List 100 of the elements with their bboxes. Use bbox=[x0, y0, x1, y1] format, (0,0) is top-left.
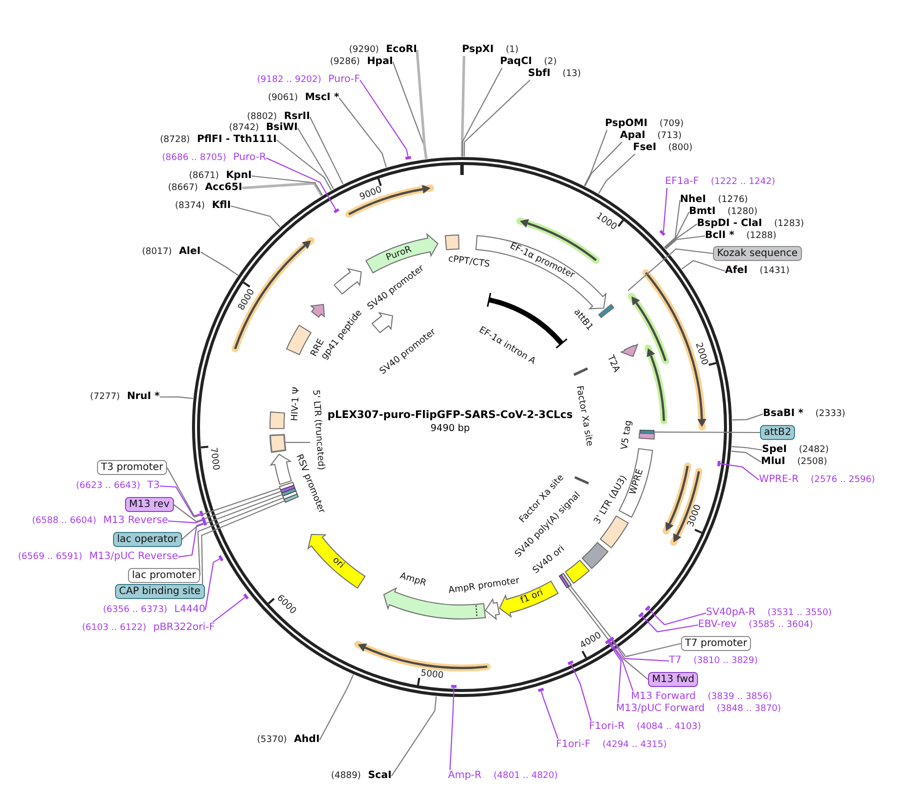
cut-position: (9061) bbox=[268, 92, 298, 104]
enzyme-name: PflFI - Tth111I bbox=[196, 134, 277, 146]
primer-mark bbox=[405, 156, 412, 160]
enzyme-name: BsiWI bbox=[266, 122, 298, 134]
enzyme-name: ApaI bbox=[620, 130, 646, 142]
leader-line bbox=[598, 154, 636, 194]
cut-position: (1276) bbox=[718, 194, 748, 206]
feature-label: WPRE bbox=[628, 468, 646, 496]
cut-position: (1288) bbox=[746, 230, 776, 242]
primer-range: (3585 .. 3604) bbox=[748, 619, 813, 631]
leader-line bbox=[338, 98, 387, 168]
leader-line bbox=[720, 463, 760, 480]
leader-line bbox=[540, 691, 559, 740]
primer-range: (6103 .. 6122) bbox=[82, 622, 146, 634]
primer-mark bbox=[638, 612, 644, 618]
tick-label: 2000 bbox=[692, 341, 710, 366]
primer-mark bbox=[334, 208, 340, 214]
tick-label: 5000 bbox=[420, 668, 444, 682]
cut-position: (1431) bbox=[760, 265, 790, 277]
enzyme-name: AfeI bbox=[725, 265, 748, 277]
leader-line bbox=[609, 641, 634, 692]
leader-line bbox=[201, 500, 284, 584]
leader-line bbox=[204, 558, 220, 610]
enzyme-name: HpaI bbox=[366, 56, 393, 68]
feature-label: AmpR bbox=[398, 571, 428, 589]
leader-line bbox=[319, 674, 354, 740]
leader-line bbox=[276, 140, 332, 190]
leader-line bbox=[570, 586, 682, 658]
leader-line bbox=[662, 188, 668, 232]
feature-tag: T3 promoter bbox=[97, 460, 168, 475]
primer-name: EF1a-F bbox=[665, 176, 699, 188]
tick-label: 9000 bbox=[358, 185, 384, 204]
leader-line bbox=[230, 205, 280, 228]
leader-line bbox=[665, 235, 706, 250]
feature-tag: lac operator bbox=[113, 532, 182, 547]
primer-name: WPRE-R bbox=[759, 474, 799, 486]
leader-line bbox=[611, 640, 670, 662]
map-title: pLEX307-puro-FlipGFP-SARS-CoV-2-3CLcs bbox=[328, 409, 573, 422]
primer-name: M13/pUC Reverse bbox=[89, 551, 178, 563]
cut-position: (8742) bbox=[229, 122, 259, 134]
leader-line bbox=[664, 200, 681, 248]
leader-line bbox=[641, 615, 698, 632]
enzyme-name: RsrII bbox=[284, 111, 310, 122]
enzyme-name: AhdI bbox=[294, 734, 320, 746]
cut-position: (8671) bbox=[189, 170, 219, 182]
primer-name: Puro-R bbox=[233, 152, 266, 164]
cut-position: (709) bbox=[659, 118, 684, 130]
leader-line bbox=[242, 182, 323, 196]
leader-line bbox=[266, 158, 336, 210]
leader-line bbox=[628, 248, 714, 291]
leader-line bbox=[200, 252, 238, 276]
leader-line bbox=[460, 56, 466, 156]
feature-label: f1 ori bbox=[518, 588, 544, 606]
enzyme-name: PaqCI bbox=[500, 56, 532, 68]
feature-label: AmpR promoter bbox=[448, 576, 520, 596]
primer-name: F1ori-F bbox=[556, 739, 590, 751]
primer-mark bbox=[218, 555, 224, 562]
primer-range: (4084 .. 4103) bbox=[636, 721, 701, 733]
primer-name: SV40pA-R bbox=[706, 607, 756, 619]
cut-position: (7277) bbox=[90, 391, 120, 403]
cut-position: (1280) bbox=[728, 206, 758, 218]
leader-line bbox=[168, 520, 202, 524]
primer-name: F1ori-R bbox=[589, 721, 625, 733]
primer-mark bbox=[451, 684, 457, 688]
cut-position: (5370) bbox=[257, 734, 287, 746]
leader-line bbox=[160, 396, 194, 400]
leader-line bbox=[681, 260, 726, 272]
enzyme-name: MluI bbox=[761, 456, 786, 468]
primer-mark bbox=[608, 636, 614, 642]
feature-label: T2A bbox=[604, 354, 622, 374]
leader-line bbox=[664, 224, 698, 249]
primer-name: Amp-R bbox=[448, 770, 482, 782]
cut-position: (2333) bbox=[815, 408, 846, 420]
leader-line bbox=[731, 450, 762, 462]
enzyme-name: BsaBI * bbox=[763, 408, 804, 420]
leader-line bbox=[178, 522, 204, 558]
primer-mark bbox=[717, 460, 721, 466]
leader-line bbox=[416, 50, 428, 160]
primer-mark bbox=[660, 230, 666, 236]
feature-tag: attB2 bbox=[760, 425, 796, 440]
leader-line bbox=[584, 142, 622, 186]
enzyme-name: PspXI bbox=[462, 44, 494, 56]
primer-mark bbox=[568, 660, 574, 665]
feature-label: Factor Xa site bbox=[574, 384, 594, 448]
leader-line bbox=[181, 494, 282, 540]
primer-name: M13 Forward bbox=[631, 691, 696, 703]
feature-tag: Kozak sequence bbox=[713, 246, 802, 261]
cut-position: (8374) bbox=[175, 200, 205, 212]
cut-position: (4889) bbox=[331, 770, 361, 782]
enzyme-name: BclI * bbox=[705, 230, 734, 242]
feature-label: cPPT/CTS bbox=[448, 254, 490, 270]
leader-line bbox=[608, 642, 622, 704]
enzyme-name: KflI bbox=[212, 200, 231, 212]
primer-range: (6623 .. 6643) bbox=[76, 480, 140, 492]
cut-position: (1283) bbox=[774, 218, 804, 230]
leader-line bbox=[212, 596, 246, 622]
primer-range: (6356 .. 6373) bbox=[103, 604, 168, 616]
feature-mark bbox=[284, 494, 299, 503]
enzyme-name: NruI * bbox=[126, 391, 160, 403]
leader-line bbox=[464, 80, 530, 157]
